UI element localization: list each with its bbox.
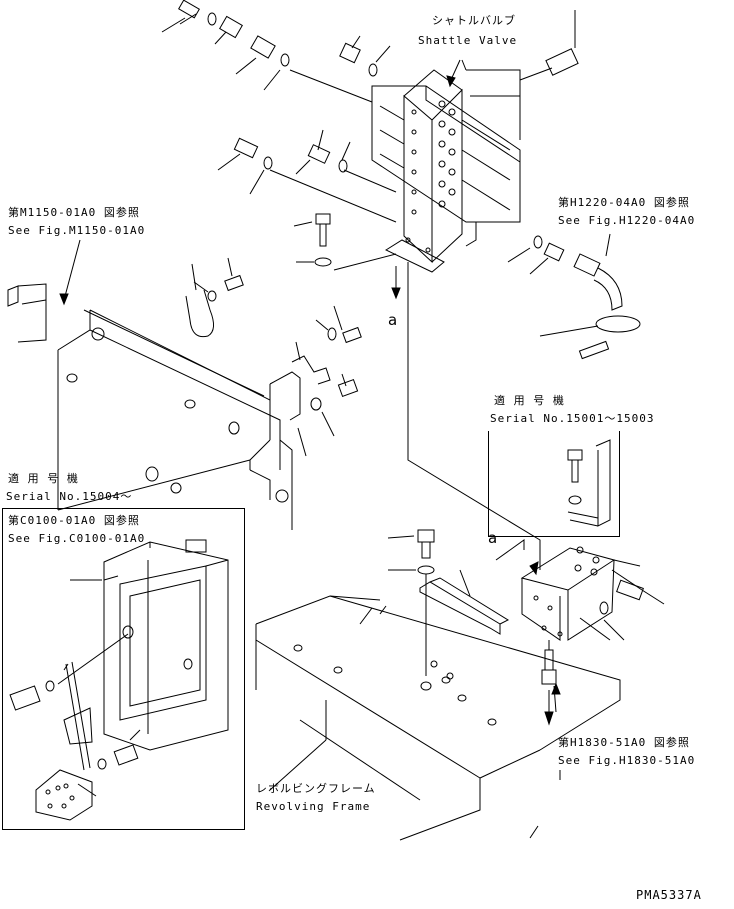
valve-fittings — [217, 35, 397, 223]
m1150-leader — [63, 239, 81, 301]
shuttle-valve-label-jp: シャトルバルブ — [432, 14, 516, 27]
marker-a-top: a — [388, 311, 398, 329]
arrow-a2-line — [495, 539, 525, 561]
serial-15001-label-en: Serial No.15001～15003 — [490, 412, 655, 425]
ref-m1150-label-jp: 第M1150-01A0 図参照 — [8, 206, 140, 219]
ref-m1150-label-en: See Fig.M1150-01A0 — [8, 224, 146, 237]
arrow-a-path — [407, 262, 541, 570]
inset-radiator-drawing — [9, 539, 229, 821]
m1150-arrow — [59, 293, 69, 306]
serial-15001-frame — [488, 431, 620, 537]
right-top-fitting — [519, 10, 579, 81]
arrow-a-head — [391, 287, 401, 300]
marker-a-bottom: a — [488, 529, 498, 547]
revolving-frame — [255, 595, 621, 841]
valve-mount-bolt — [293, 213, 397, 271]
bracket-bolts — [269, 305, 362, 457]
inset-serial-15004-frame — [2, 508, 245, 830]
shuttle-valve — [371, 59, 521, 273]
drawing-code: PMA5337A — [636, 888, 702, 902]
ref-h1830-label-jp: 第H1830-51A0 図参照 — [558, 736, 690, 749]
hose-fitting — [507, 235, 641, 360]
serial-15001-label-jp: 適 用 号 機 — [494, 394, 565, 407]
strap-plate — [419, 569, 510, 635]
revolving-frame-label-en: Revolving Frame — [256, 800, 371, 813]
ref-c0100-label-jp: 第C0100-01A0 図参照 — [8, 514, 140, 527]
serial-15004-label-jp: 適 用 号 機 — [8, 472, 79, 485]
ref-h1830-label-en: See Fig.H1830-51A0 — [558, 754, 696, 767]
ref-h1220-label-en: See Fig.H1220-04A0 — [558, 214, 696, 227]
arrow-a2-head — [529, 561, 539, 576]
serial-15004-label-en: Serial No.15004～ — [6, 490, 133, 503]
shuttle-mount-bracket — [520, 546, 665, 641]
pipe-clamp — [185, 257, 244, 338]
h1220-leader — [605, 233, 611, 257]
bottom-bolt — [541, 640, 557, 726]
ref-c0100-label-en: See Fig.C0100-01A0 — [8, 532, 146, 545]
serial-variant-bracket — [567, 439, 611, 527]
revolving-frame-label-jp: レボルビングフレーム — [256, 782, 376, 795]
shuttle-valve-label-en: Shattle Valve — [418, 34, 518, 47]
frame-leader — [269, 739, 327, 791]
frame-bolt — [387, 529, 435, 676]
shuttle-valve-arrow — [446, 75, 456, 88]
top-fittings — [161, 0, 373, 103]
h1830-arrow — [551, 682, 561, 695]
ref-h1220-label-jp: 第H1220-04A0 図参照 — [558, 196, 690, 209]
